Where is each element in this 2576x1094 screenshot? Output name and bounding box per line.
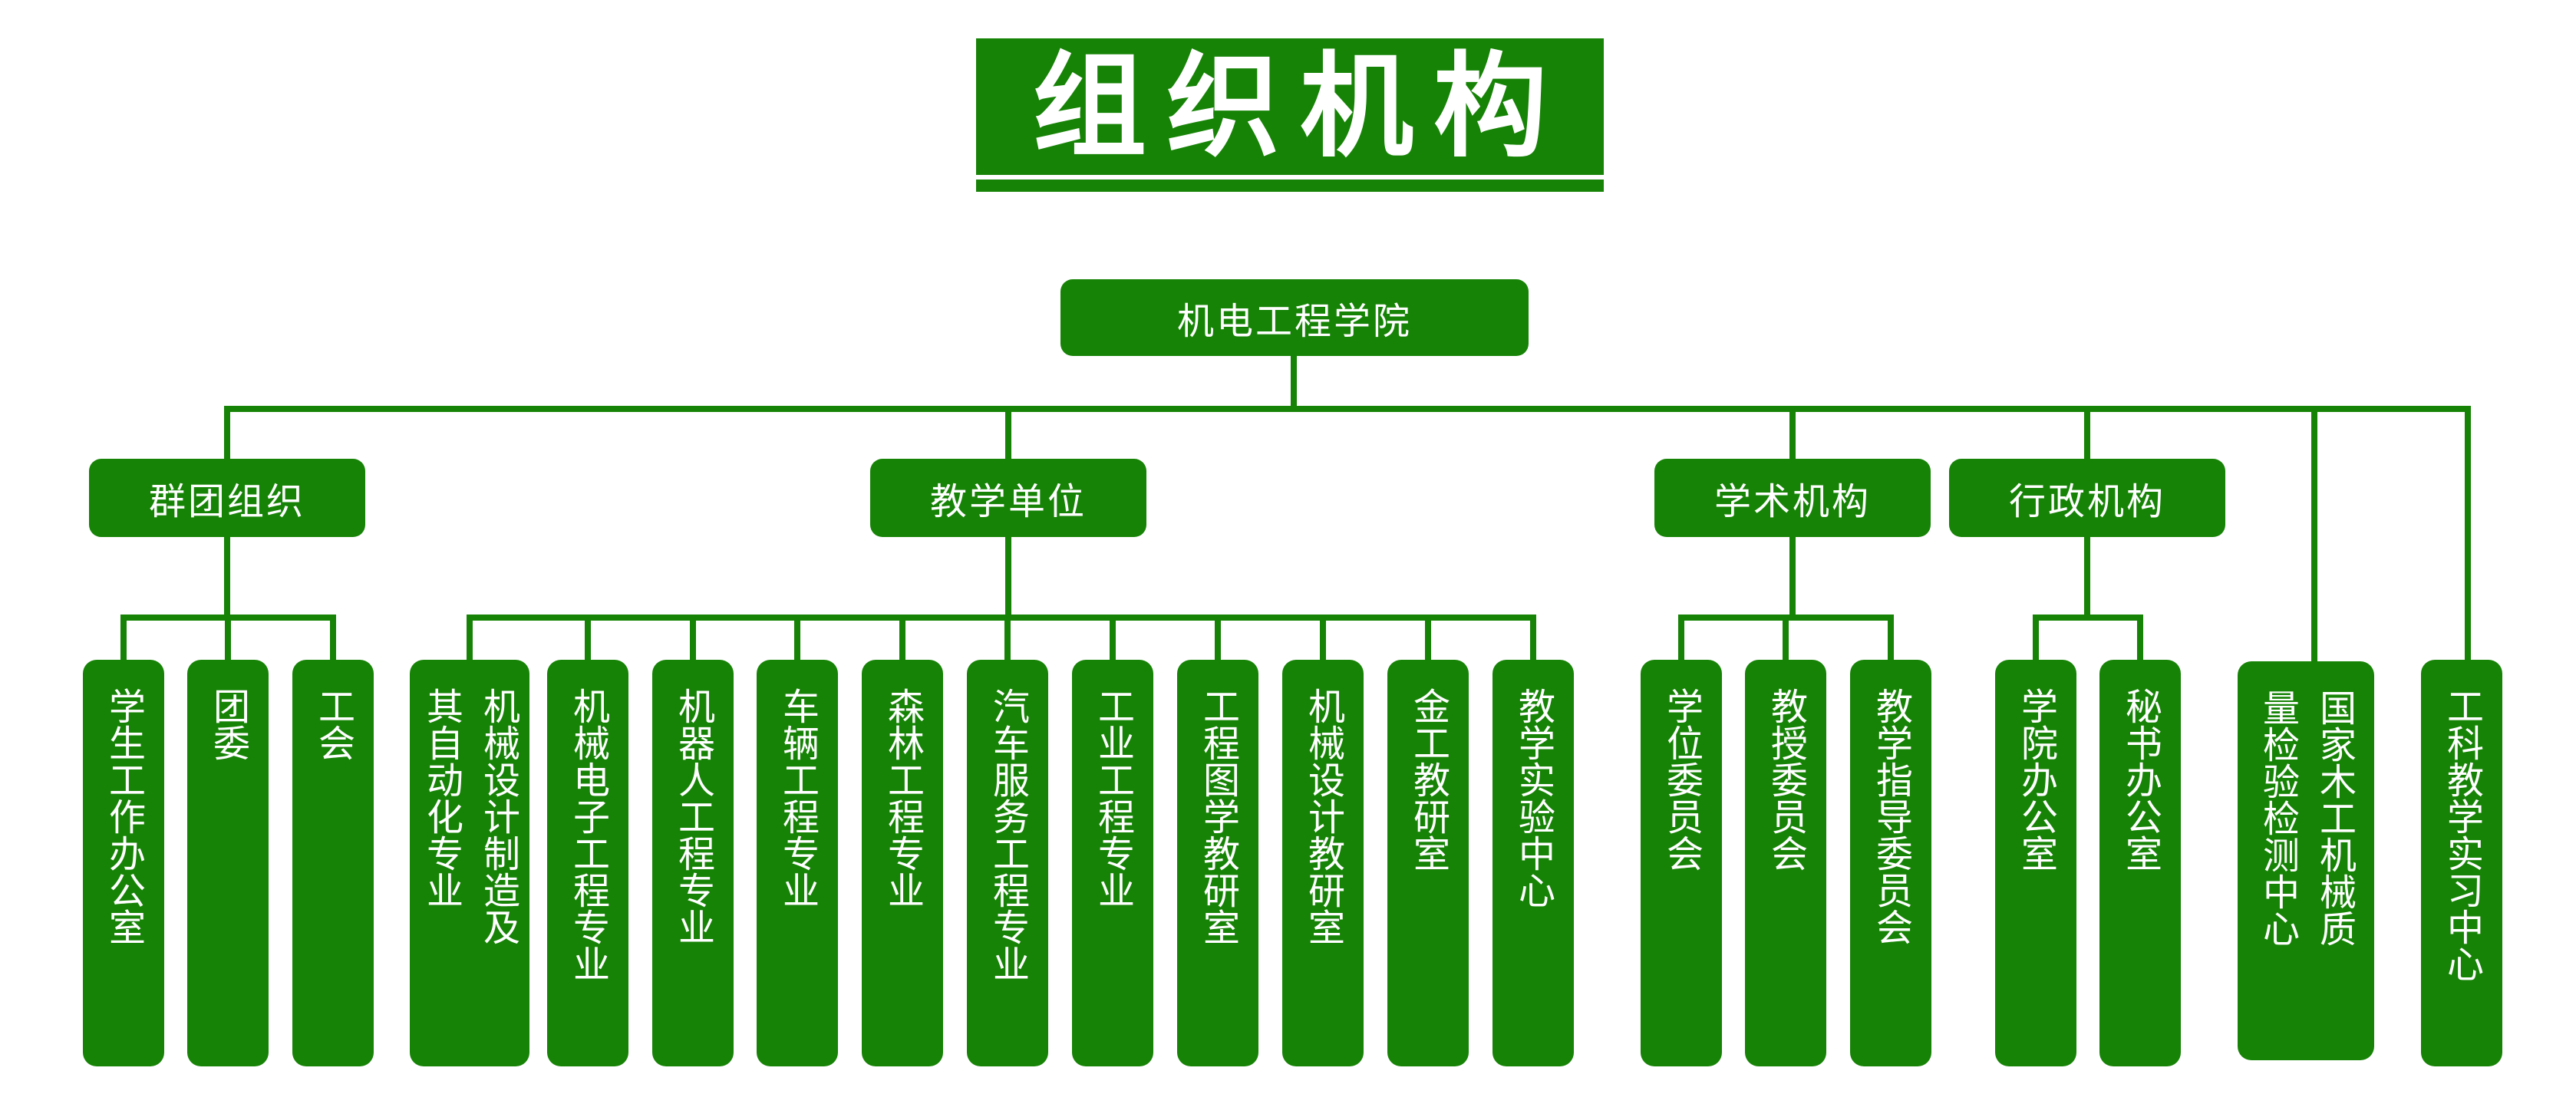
group-node-label: 行政机构 bbox=[2008, 480, 2165, 523]
root-node: 机电工程学院 bbox=[1060, 279, 1529, 356]
unit-node-label: 金工教研室 bbox=[1407, 687, 1450, 872]
unit-node-label: 汽车服务工程专业 bbox=[986, 687, 1029, 982]
unit-node-label: 国家木工机械质 bbox=[2313, 689, 2356, 947]
root-node-label: 机电工程学院 bbox=[1176, 300, 1412, 343]
unit-node: 教学指导委员会 bbox=[1850, 660, 1931, 1066]
page-title: 组织机构 bbox=[1033, 41, 1567, 173]
unit-node: 工业工程专业 bbox=[1072, 660, 1153, 1066]
group-node-mass-orgs: 群团组织 bbox=[89, 459, 365, 537]
unit-node-label: 工程图学教研室 bbox=[1196, 687, 1239, 945]
group-node-label: 教学单位 bbox=[929, 480, 1087, 523]
unit-node: 机械设计教研室 bbox=[1282, 660, 1364, 1066]
group-node-label: 群团组织 bbox=[148, 480, 305, 523]
unit-node: 机械电子工程专业 bbox=[547, 660, 628, 1066]
group-node-academic-bodies: 学术机构 bbox=[1654, 459, 1931, 537]
unit-node-label: 团委 bbox=[206, 687, 249, 761]
unit-node: 森林工程专业 bbox=[862, 660, 943, 1066]
unit-node-label: 车辆工程专业 bbox=[776, 687, 819, 908]
group-node-teaching-units: 教学单位 bbox=[870, 459, 1146, 537]
unit-node: 工程图学教研室 bbox=[1177, 660, 1258, 1066]
unit-node: 工会 bbox=[292, 660, 374, 1066]
unit-node: 学位委员会 bbox=[1641, 660, 1722, 1066]
unit-node: 教授委员会 bbox=[1745, 660, 1826, 1066]
unit-node-label: 教学指导委员会 bbox=[1869, 687, 1912, 945]
unit-node: 教学实验中心 bbox=[1492, 660, 1574, 1066]
unit-node-label: 其自动化专业 bbox=[420, 687, 463, 908]
unit-node: 学生工作办公室 bbox=[83, 660, 164, 1066]
unit-node-label: 机械设计制造及 bbox=[477, 687, 519, 945]
unit-node-label: 工科教学实习中心 bbox=[2440, 687, 2483, 982]
unit-node: 学院办公室 bbox=[1995, 660, 2076, 1066]
unit-node: 汽车服务工程专业 bbox=[967, 660, 1048, 1066]
unit-node-label: 机器人工程专业 bbox=[671, 687, 714, 945]
unit-node-label: 学院办公室 bbox=[2014, 687, 2057, 872]
title-banner: 组织机构 bbox=[976, 38, 1604, 175]
unit-node: 机器人工程专业 bbox=[652, 660, 734, 1066]
unit-node-label: 机械设计教研室 bbox=[1301, 687, 1344, 945]
direct-unit-node: 工科教学实习中心 bbox=[2421, 660, 2502, 1066]
unit-node-label: 量检验检测中心 bbox=[2256, 689, 2299, 947]
unit-node-label: 秘书办公室 bbox=[2119, 687, 2162, 872]
unit-node-label: 机械电子工程专业 bbox=[566, 687, 609, 982]
unit-node-label: 工会 bbox=[312, 687, 355, 761]
unit-node: 团委 bbox=[187, 660, 269, 1066]
group-node-administration: 行政机构 bbox=[1949, 459, 2225, 537]
group-node-label: 学术机构 bbox=[1713, 480, 1871, 523]
unit-node-label: 工业工程专业 bbox=[1091, 687, 1134, 908]
title-underline bbox=[976, 180, 1604, 192]
unit-node-label: 学生工作办公室 bbox=[102, 687, 145, 945]
unit-node: 秘书办公室 bbox=[2099, 660, 2181, 1066]
unit-node-label: 森林工程专业 bbox=[881, 687, 924, 908]
unit-node-label: 教授委员会 bbox=[1764, 687, 1807, 872]
unit-node: 车辆工程专业 bbox=[757, 660, 838, 1066]
unit-node: 金工教研室 bbox=[1387, 660, 1469, 1066]
direct-unit-node: 量检验检测中心 国家木工机械质 bbox=[2238, 661, 2374, 1060]
unit-node-label: 学位委员会 bbox=[1660, 687, 1703, 872]
unit-node: 其自动化专业 机械设计制造及 bbox=[410, 660, 529, 1066]
unit-node-label: 教学实验中心 bbox=[1512, 687, 1555, 908]
